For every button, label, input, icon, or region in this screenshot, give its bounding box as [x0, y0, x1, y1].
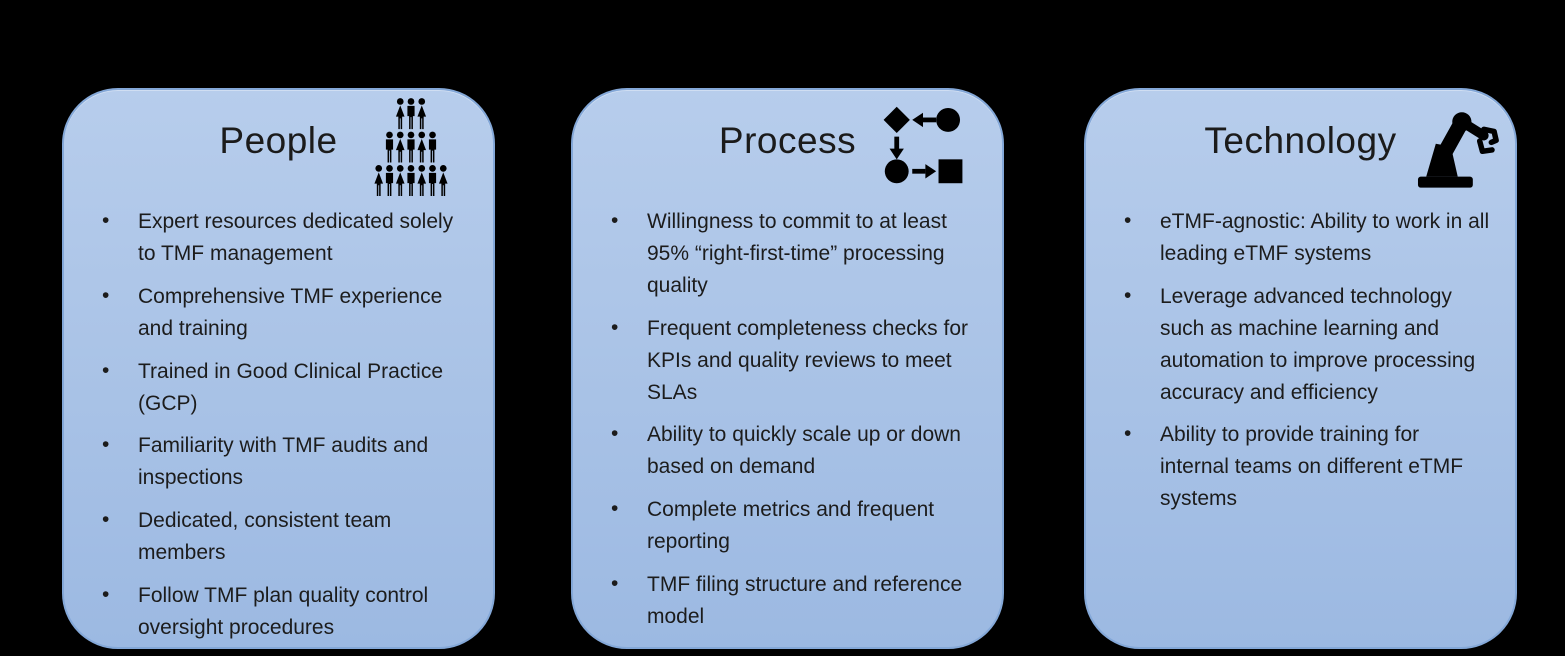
bullet-item: • Ability to quickly scale up or down bas… [611, 419, 980, 483]
card-technology-header: Technology [1086, 90, 1515, 200]
bullet-text: TMF filing structure and reference model [647, 573, 963, 628]
bullet-marker: • [611, 315, 619, 339]
bullet-item: • Ability to provide training for interna… [1124, 419, 1493, 515]
bullet-item: • Frequent completeness checks for KPIs a… [611, 313, 980, 409]
bullet-marker: • [1124, 283, 1132, 307]
bullet-text: Ability to quickly scale up or down base… [647, 423, 961, 479]
bullet-text: Ability to provide training for internal… [1160, 423, 1464, 511]
card-people: People • Expert resources dedicated solel… [62, 88, 495, 649]
bullet-marker: • [102, 209, 110, 232]
bullet-text: eTMF-agnostic: Ability to work in all le… [1160, 210, 1490, 265]
bullet-marker: • [611, 422, 619, 446]
bullet-text: Expert resources dedicated solely to TMF… [138, 210, 454, 265]
bullet-marker: • [1124, 422, 1132, 446]
bullet-item: • Dedicated, consistent team members [102, 505, 471, 569]
bullet-marker: • [611, 572, 619, 596]
bullet-text: Willingness to commit to at least 95% “r… [647, 210, 947, 297]
bullet-item: • Familiarity with TMF audits and inspect… [102, 430, 471, 494]
people-group-icon [369, 98, 453, 201]
card-process: Process • Willingness to commit to at lea… [571, 88, 1004, 649]
bullet-text: Follow TMF plan quality control oversigh… [138, 584, 429, 639]
process-bullet-list: • Willingness to commit to at least 95% “… [573, 206, 1002, 633]
card-process-title: Process [718, 120, 857, 161]
bullet-item: • Leverage advanced technology such as ma… [1124, 281, 1493, 409]
bullet-text: Complete metrics and frequent reporting [647, 498, 935, 554]
card-people-title: People [219, 120, 338, 161]
bullet-item: • eTMF-agnostic: Ability to work in all l… [1124, 206, 1493, 270]
technology-bullet-list: • eTMF-agnostic: Ability to work in all l… [1086, 206, 1515, 515]
bullet-item: • Willingness to commit to at least 95% “… [611, 206, 980, 302]
bullet-text: Familiarity with TMF audits and inspecti… [138, 434, 429, 490]
bullet-marker: • [102, 583, 110, 607]
card-people-header: People [64, 90, 493, 200]
robot-arm-icon [1411, 104, 1499, 194]
bullet-text: Frequent completeness checks for KPIs an… [647, 316, 968, 404]
bullet-marker: • [102, 283, 110, 307]
bullet-marker: • [611, 209, 619, 232]
bullet-text: Trained in Good Clinical Practice (GCP) [138, 359, 444, 415]
bullet-marker: • [1124, 209, 1132, 232]
bullet-text: Dedicated, consistent team members [138, 509, 392, 565]
bullet-marker: • [102, 433, 110, 457]
card-technology: Technology • eTMF-agnostic: Ability to wo… [1084, 88, 1517, 649]
card-process-header: Process [573, 90, 1002, 200]
bullet-item: • Complete metrics and frequent reporting [611, 494, 980, 558]
process-flowchart-icon [880, 104, 966, 191]
bullet-text: Leverage advanced technology such as mac… [1160, 284, 1476, 404]
bullet-item: • Comprehensive TMF experience and traini… [102, 281, 471, 345]
bullet-item: • Trained in Good Clinical Practice (GCP) [102, 356, 471, 420]
bullet-item: • Expert resources dedicated solely to TM… [102, 206, 471, 270]
bullet-marker: • [102, 508, 110, 532]
people-bullet-list: • Expert resources dedicated solely to TM… [64, 206, 493, 644]
card-technology-title: Technology [1204, 120, 1397, 161]
bullet-text: Comprehensive TMF experience and trainin… [138, 284, 443, 340]
bullet-marker: • [611, 497, 619, 521]
bullet-marker: • [102, 358, 110, 382]
bullet-item: • Follow TMF plan quality control oversig… [102, 580, 471, 644]
bullet-item: • TMF filing structure and reference mode… [611, 569, 980, 633]
